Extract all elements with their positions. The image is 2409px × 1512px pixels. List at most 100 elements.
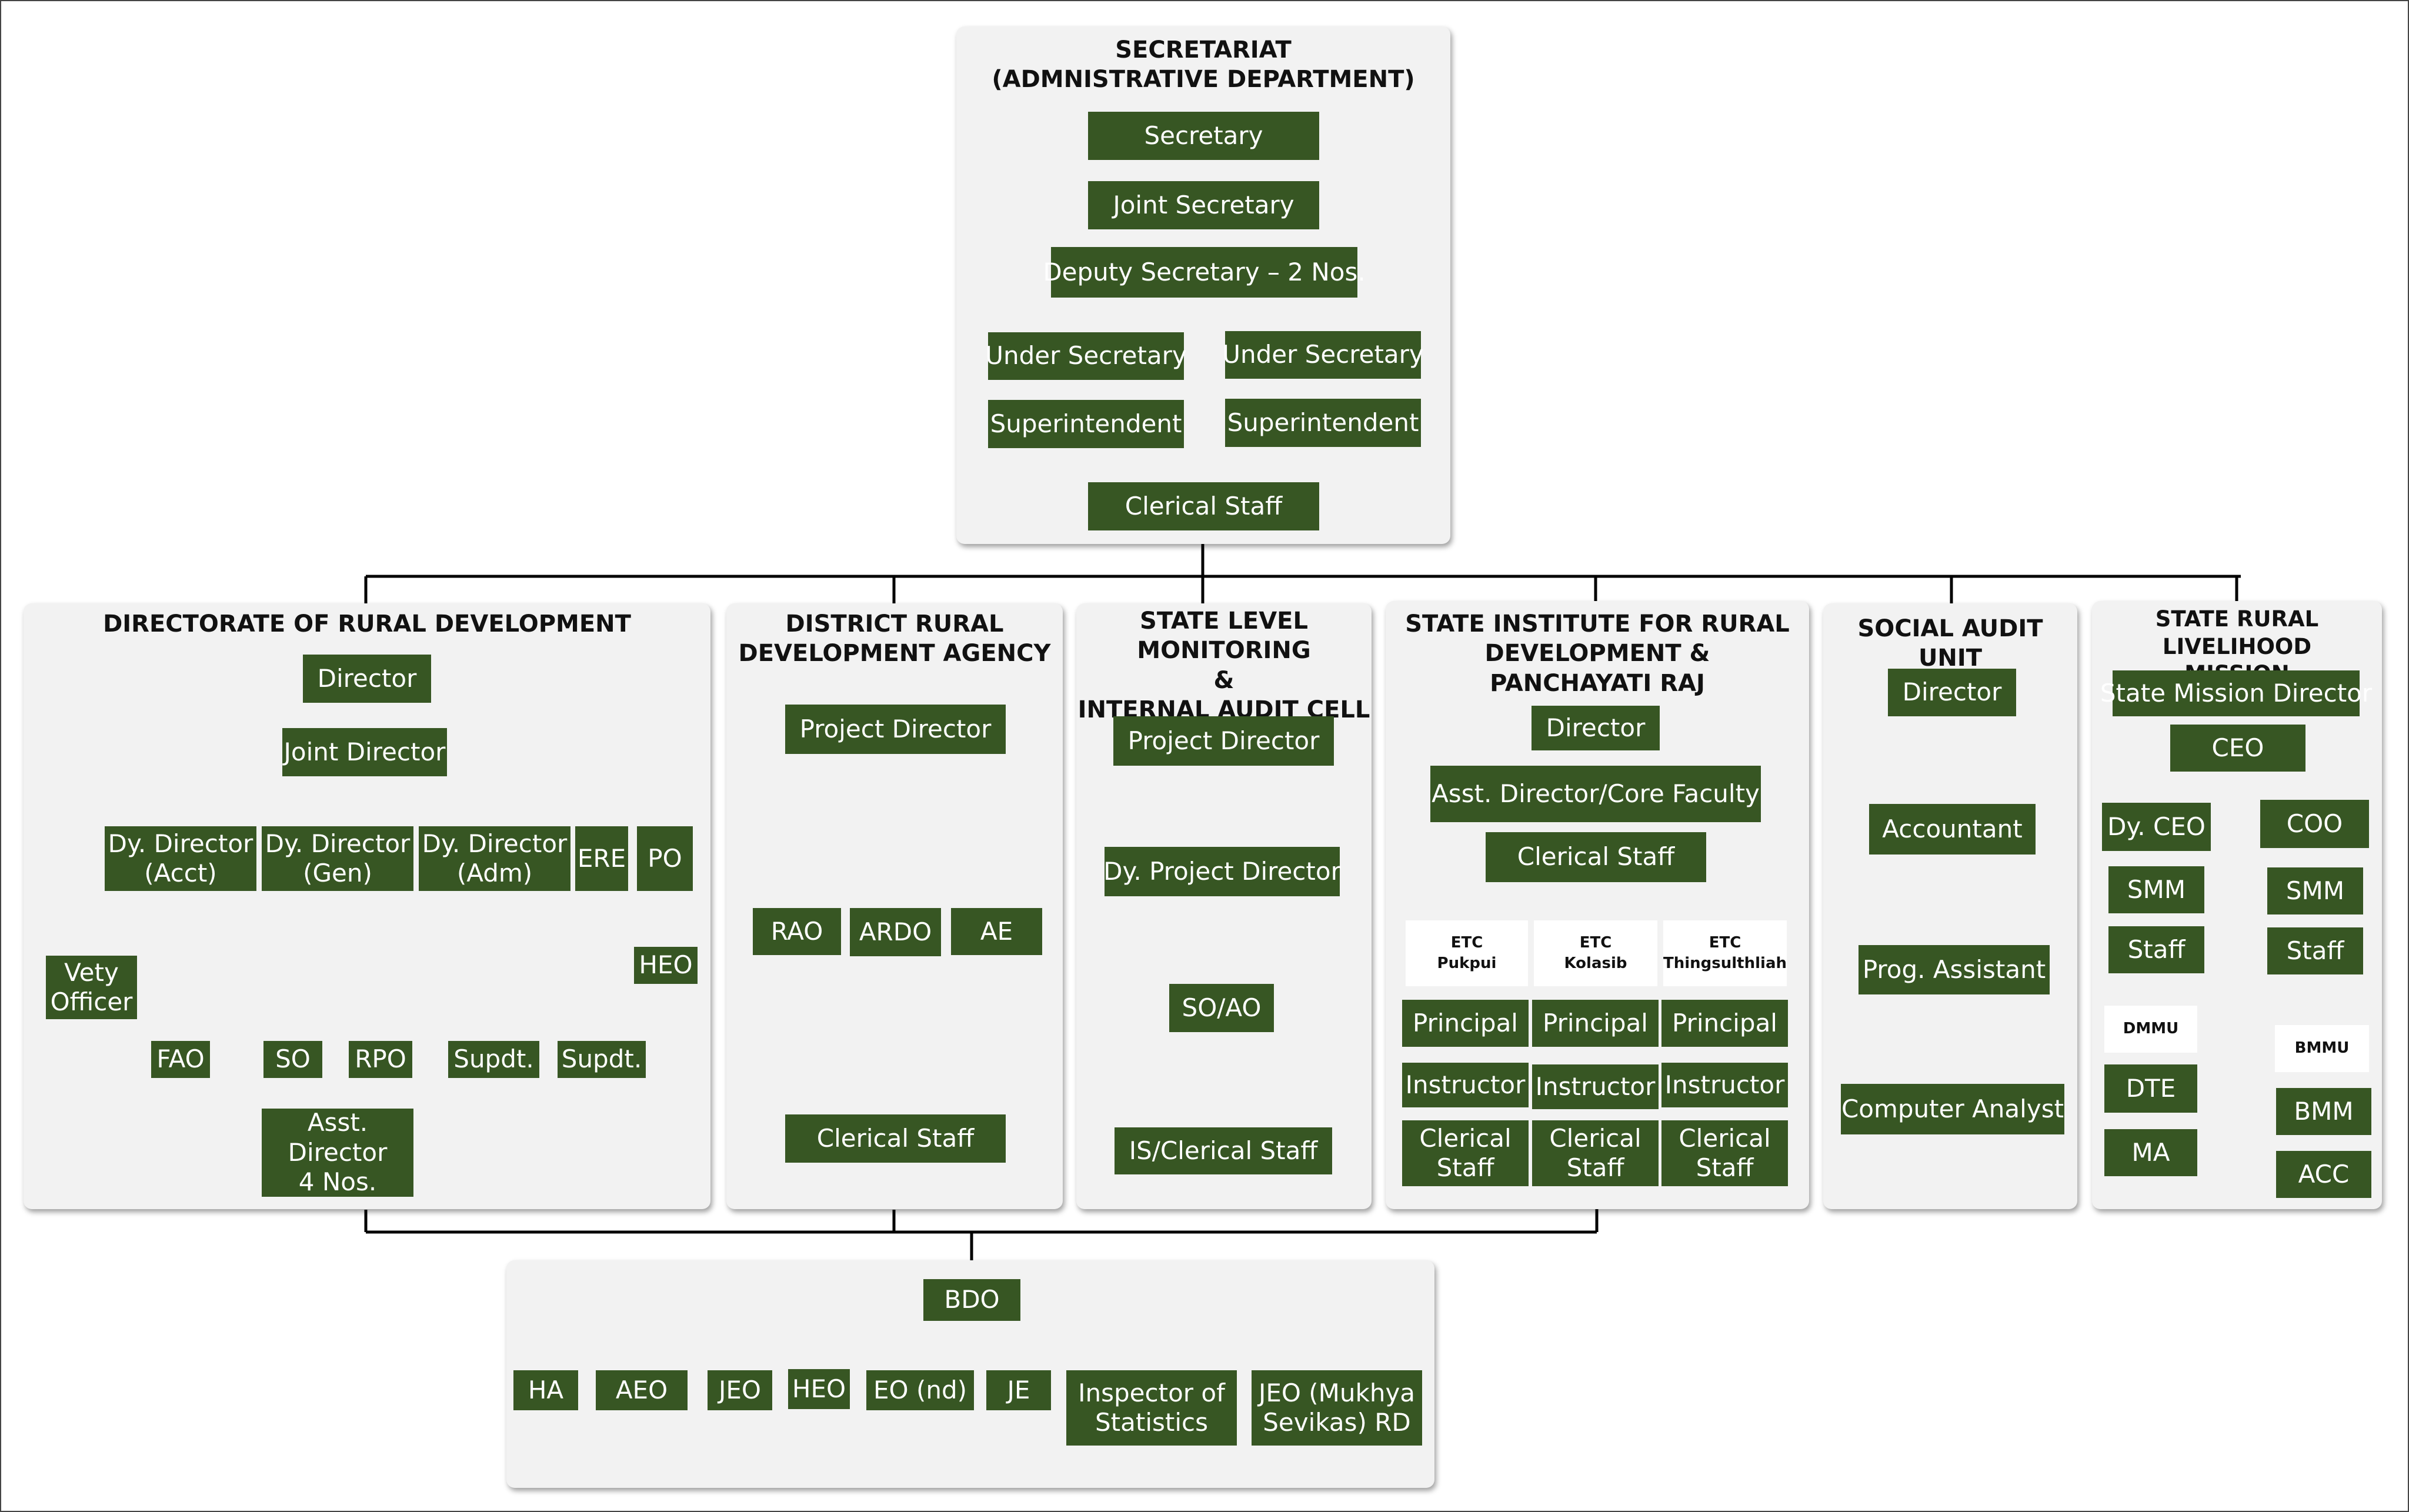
prog-assistant-node[interactable]: Prog. Assistant — [1859, 945, 2050, 994]
social-audit-title: SOCIAL AUDIT UNIT — [1857, 615, 2043, 672]
sirdpr-asst-director-node[interactable]: Asst. Director/Core Faculty — [1430, 766, 1761, 822]
dy-director-gen-node[interactable]: Dy. Director (Gen) — [262, 826, 413, 891]
supdt-ere-node[interactable]: Supdt. — [558, 1041, 646, 1078]
heo-directorate-node[interactable]: HEO — [634, 947, 698, 984]
inspector-of-statistics-node[interactable]: Inspector of Statistics — [1066, 1370, 1237, 1446]
etc-kolasib-label: ETC Kolasib — [1534, 920, 1657, 986]
heo-block-node[interactable]: HEO — [788, 1369, 850, 1409]
etc-kolasib-line2: Kolasib — [1564, 954, 1627, 972]
rpo-node[interactable]: RPO — [349, 1041, 412, 1078]
sirdpr-title-line1: STATE INSTITUTE FOR RURAL — [1405, 610, 1790, 637]
accountant-node[interactable]: Accountant — [1869, 804, 2036, 855]
secretariat-title: SECRETARIAT (ADMNISTRATIVE DEPARTMENT) — [956, 35, 1450, 95]
vety-officer-node[interactable]: Vety Officer — [46, 956, 137, 1019]
dy-project-director-node[interactable]: Dy. Project Director — [1103, 847, 1341, 896]
secretary-node[interactable]: Secretary — [1088, 112, 1319, 160]
asst-director-line3: 4 Nos. — [298, 1167, 377, 1197]
superintendent-right-node[interactable]: Superintendent — [1225, 399, 1421, 447]
clerical-pukpui-node[interactable]: Clerical Staff — [1402, 1120, 1529, 1186]
dy-director-acct-line2: (Acct) — [144, 859, 217, 887]
bmmu-label: BMMU — [2275, 1025, 2369, 1072]
vety-officer-line2: Officer — [50, 987, 133, 1016]
coo-node[interactable]: COO — [2260, 800, 2369, 848]
instructor-kolasib-node[interactable]: Instructor — [1532, 1064, 1659, 1109]
asst-director-node[interactable]: Asst. Director 4 Nos. — [262, 1108, 413, 1197]
smm-right-node[interactable]: SMM — [2267, 867, 2363, 914]
is-clerical-staff-node[interactable]: IS/Clerical Staff — [1115, 1127, 1332, 1174]
deputy-secretary-node[interactable]: Deputy Secretary – 2 Nos. — [1043, 247, 1366, 298]
staff-right-node[interactable]: Staff — [2267, 927, 2363, 974]
directorate-director-node[interactable]: Director — [303, 655, 431, 703]
clerical-pukpui-line1: Clerical — [1419, 1123, 1512, 1153]
sirdpr-title-line3: PANCHAYATI RAJ — [1490, 669, 1705, 697]
aeo-node[interactable]: AEO — [596, 1370, 688, 1410]
directorate-joint-director-node[interactable]: Joint Director — [282, 728, 447, 776]
srlm-title-line1: STATE RURAL LIVELIHOOD — [2155, 606, 2319, 659]
monitoring-panel — [1076, 603, 1372, 1209]
rao-node[interactable]: RAO — [753, 908, 841, 955]
sirdpr-title: STATE INSTITUTE FOR RURAL DEVELOPMENT & … — [1386, 609, 1809, 698]
ha-node[interactable]: HA — [513, 1370, 578, 1410]
clerical-pukpui-line2: Staff — [1436, 1153, 1494, 1182]
principal-thingsulthliah-node[interactable]: Principal — [1661, 1000, 1788, 1047]
etc-pukpui-line2: Pukpui — [1437, 954, 1497, 972]
instructor-thingsulthliah-node[interactable]: Instructor — [1661, 1063, 1788, 1107]
ceo-node[interactable]: CEO — [2170, 725, 2305, 772]
inspector-line1: Inspector of — [1078, 1378, 1225, 1407]
staff-left-node[interactable]: Staff — [2108, 926, 2204, 973]
monitoring-title: STATE LEVEL MONITORING & INTERNAL AUDIT … — [1076, 606, 1372, 725]
je-node[interactable]: JE — [986, 1370, 1051, 1410]
so-ao-node[interactable]: SO/AO — [1169, 984, 1274, 1032]
secretariat-title-line1: SECRETARIAT — [1115, 36, 1292, 64]
eo-nd-node[interactable]: EO (nd) — [866, 1370, 974, 1410]
under-secretary-left-node[interactable]: Under Secretary — [985, 332, 1187, 380]
monitoring-title-line1: STATE LEVEL MONITORING — [1137, 608, 1311, 665]
social-audit-director-node[interactable]: Director — [1888, 669, 2016, 716]
ere-node[interactable]: ERE — [575, 826, 628, 891]
fao-node[interactable]: FAO — [151, 1041, 210, 1078]
dmmu-label: DMMU — [2104, 1006, 2197, 1053]
principal-pukpui-node[interactable]: Principal — [1402, 1000, 1529, 1047]
computer-analyst-node[interactable]: Computer Analyst — [1841, 1084, 2064, 1134]
ardo-node[interactable]: ARDO — [850, 908, 941, 956]
state-mission-director-node[interactable]: State Mission Director — [2100, 670, 2372, 716]
jeo-mukhya-sevikas-node[interactable]: JEO (Mukhya Sevikas) RD — [1252, 1370, 1422, 1446]
dy-director-gen-line1: Dy. Director — [265, 829, 411, 858]
drda-title: DISTRICT RURAL DEVELOPMENT AGENCY — [726, 609, 1063, 669]
bmm-node[interactable]: BMM — [2276, 1088, 2371, 1135]
dte-node[interactable]: DTE — [2104, 1064, 2197, 1113]
etc-thingsulthliah-label: ETC Thingsulthliah — [1663, 920, 1787, 986]
sirdpr-clerical-staff-node[interactable]: Clerical Staff — [1486, 832, 1706, 882]
dy-director-adm-node[interactable]: Dy. Director (Adm) — [419, 826, 570, 891]
etc-thingsulthliah-line2: Thingsulthliah — [1663, 954, 1787, 972]
sirdpr-director-node[interactable]: Director — [1532, 706, 1660, 750]
etc-thingsulthliah-line1: ETC — [1709, 933, 1741, 952]
so-node[interactable]: SO — [263, 1041, 322, 1078]
drda-clerical-staff-node[interactable]: Clerical Staff — [785, 1114, 1006, 1163]
dy-director-acct-node[interactable]: Dy. Director (Acct) — [105, 826, 256, 891]
clerical-thingsulthliah-line1: Clerical — [1679, 1123, 1771, 1153]
drda-title-line2: DEVELOPMENT AGENCY — [738, 640, 1051, 667]
acc-node[interactable]: ACC — [2276, 1151, 2371, 1198]
secretariat-clerical-staff-node[interactable]: Clerical Staff — [1088, 482, 1319, 530]
ma-node[interactable]: MA — [2104, 1129, 2197, 1176]
jeo-mukhya-line2: Sevikas) RD — [1263, 1408, 1411, 1437]
supdt-adm-node[interactable]: Supdt. — [448, 1041, 539, 1078]
principal-kolasib-node[interactable]: Principal — [1532, 1000, 1659, 1047]
monitoring-project-director-node[interactable]: Project Director — [1113, 716, 1334, 766]
smm-left-node[interactable]: SMM — [2108, 866, 2204, 913]
superintendent-left-node[interactable]: Superintendent — [988, 400, 1184, 448]
joint-secretary-node[interactable]: Joint Secretary — [1088, 181, 1319, 229]
po-node[interactable]: PO — [637, 826, 693, 891]
clerical-thingsulthliah-line2: Staff — [1696, 1153, 1754, 1182]
clerical-kolasib-node[interactable]: Clerical Staff — [1532, 1120, 1659, 1186]
ae-node[interactable]: AE — [951, 908, 1042, 955]
dy-ceo-node[interactable]: Dy. CEO — [2102, 803, 2211, 851]
drda-project-director-node[interactable]: Project Director — [785, 705, 1006, 754]
jeo-node[interactable]: JEO — [708, 1370, 772, 1410]
clerical-thingsulthliah-node[interactable]: Clerical Staff — [1661, 1120, 1788, 1186]
under-secretary-right-node[interactable]: Under Secretary — [1222, 331, 1424, 379]
bdo-node[interactable]: BDO — [923, 1279, 1020, 1321]
instructor-pukpui-node[interactable]: Instructor — [1402, 1063, 1529, 1107]
